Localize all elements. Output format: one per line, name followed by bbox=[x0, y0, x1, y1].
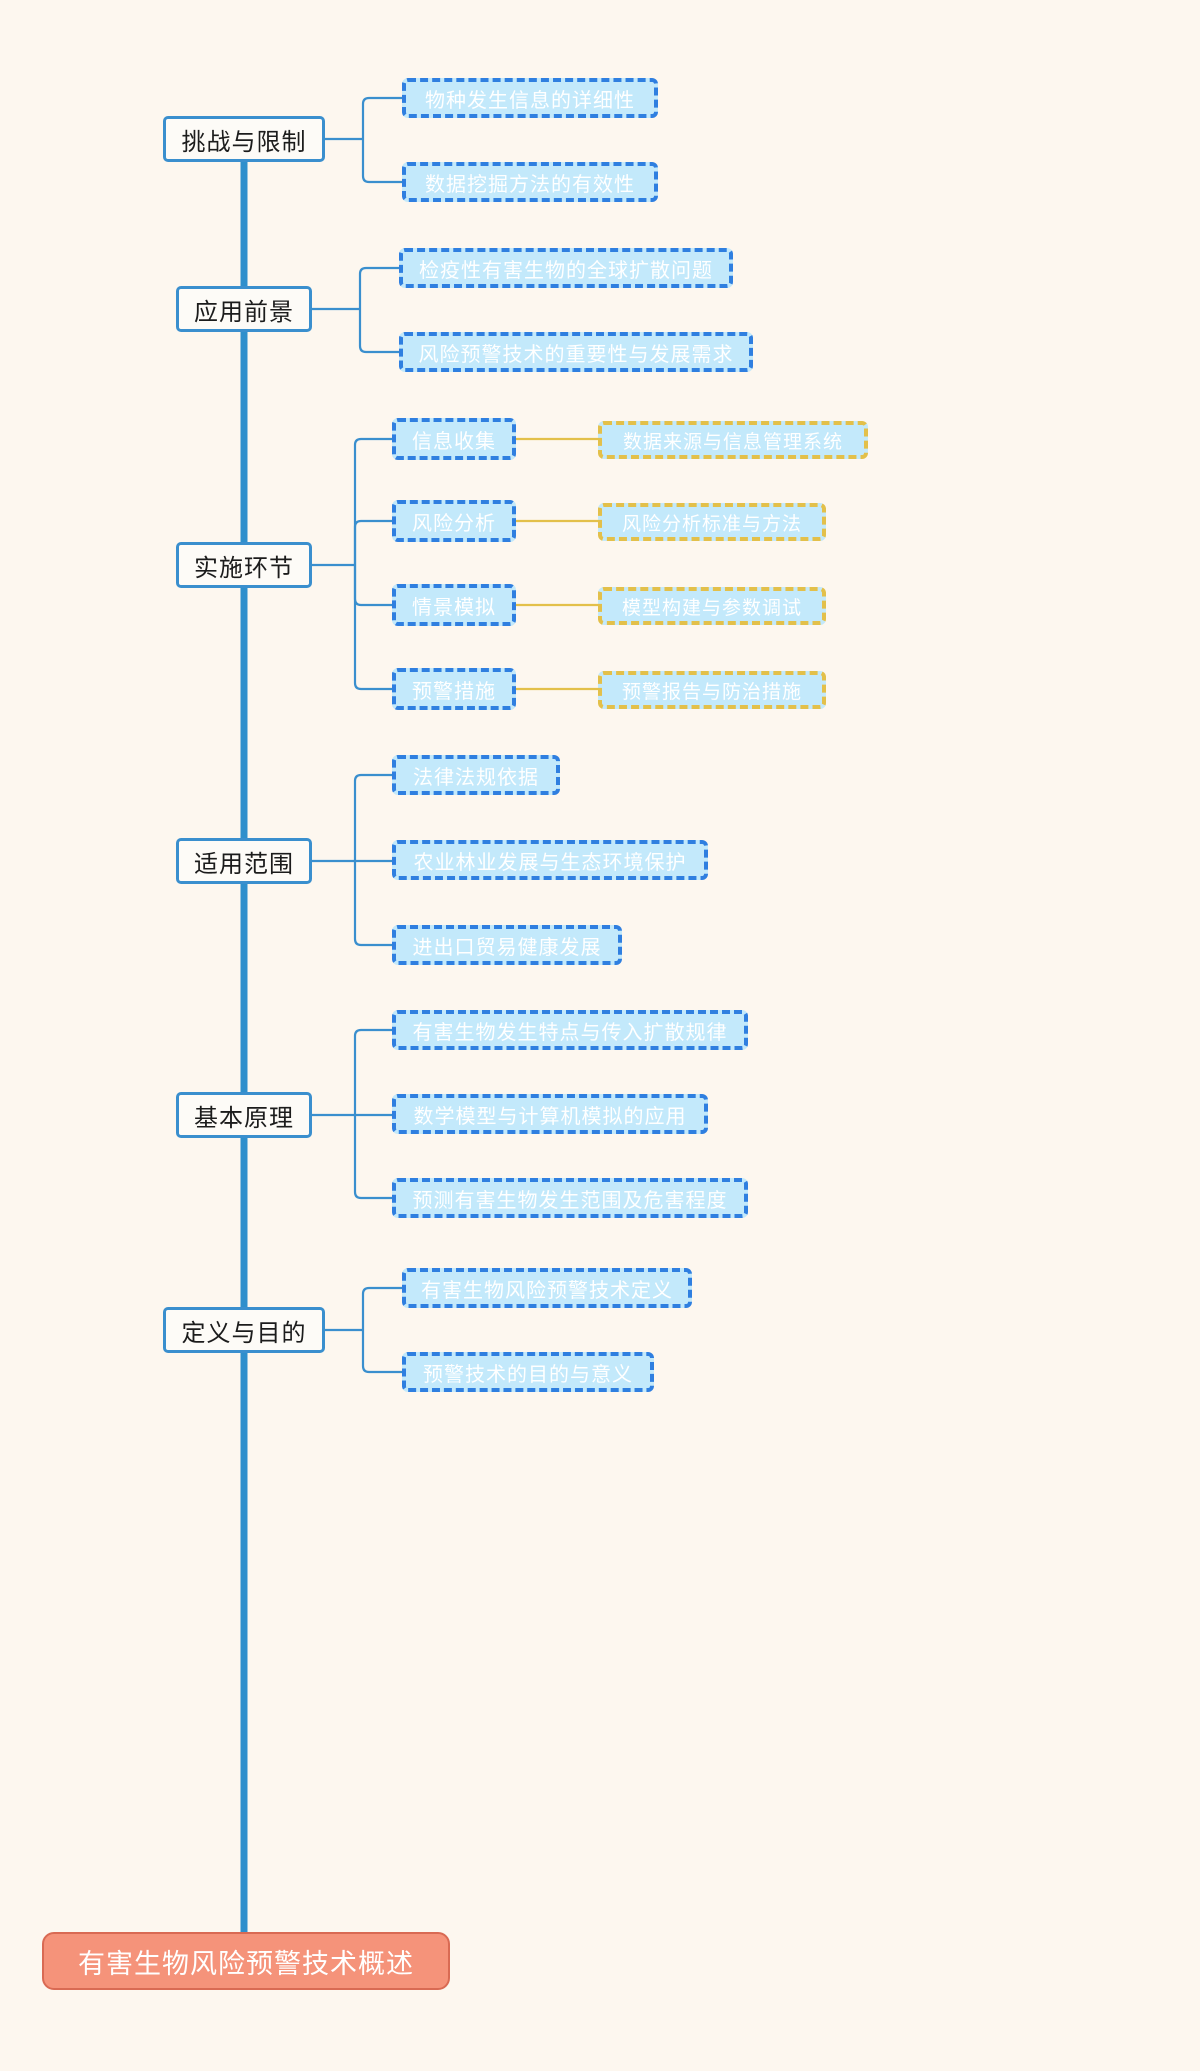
branch-node-label: 实施环节 bbox=[194, 553, 294, 582]
leaf-node-label: 有害生物风险预警技术定义 bbox=[421, 1277, 673, 1302]
leaf-node-agriculture-forestry-ecology[interactable]: 农业林业发展与生态环境保护 bbox=[392, 840, 708, 880]
leaf-node-label: 数据挖掘方法的有效性 bbox=[425, 171, 635, 196]
leaf-node-purpose-significance[interactable]: 预警技术的目的与意义 bbox=[402, 1352, 654, 1392]
root-node-label: 有害生物风险预警技术概述 bbox=[78, 1948, 414, 1980]
branch-node-label: 基本原理 bbox=[194, 1103, 294, 1132]
leaf-node-technology-definition[interactable]: 有害生物风险预警技术定义 bbox=[402, 1268, 692, 1308]
branch-node-definition[interactable]: 定义与目的 bbox=[163, 1307, 325, 1353]
leaf-node-label: 预警技术的目的与意义 bbox=[423, 1361, 633, 1386]
connector-branch-principles bbox=[312, 1028, 392, 1200]
leaf-node-label: 预警措施 bbox=[412, 678, 496, 703]
leaf-node-predict-range-severity[interactable]: 预测有害生物发生范围及危害程度 bbox=[392, 1178, 748, 1218]
leaf-node-label: 信息收集 bbox=[412, 428, 496, 453]
subleaf-node-label: 风险分析标准与方法 bbox=[621, 512, 802, 535]
leaf-node-label: 风险分析 bbox=[412, 510, 496, 535]
subleaf-node-warning-report-control[interactable]: 预警报告与防治措施 bbox=[598, 671, 826, 709]
leaf-node-label: 预测有害生物发生范围及危害程度 bbox=[412, 1187, 728, 1212]
branch-node-prospects[interactable]: 应用前景 bbox=[176, 286, 312, 332]
branch-node-label: 适用范围 bbox=[194, 849, 294, 878]
leaf-node-information-collection[interactable]: 信息收集 bbox=[392, 418, 516, 460]
branch-node-principles[interactable]: 基本原理 bbox=[176, 1092, 312, 1138]
branch-node-label: 应用前景 bbox=[194, 297, 294, 326]
branch-node-label: 挑战与限制 bbox=[181, 127, 307, 156]
leaf-node-species-occurrence-detail[interactable]: 物种发生信息的详细性 bbox=[402, 78, 658, 118]
subleaf-node-data-sources-system[interactable]: 数据来源与信息管理系统 bbox=[598, 421, 868, 459]
branch-node-challenges[interactable]: 挑战与限制 bbox=[163, 116, 325, 162]
leaf-node-label: 进出口贸易健康发展 bbox=[412, 934, 602, 959]
connector-branch-scope bbox=[312, 773, 392, 947]
subleaf-node-risk-analysis-standards[interactable]: 风险分析标准与方法 bbox=[598, 503, 826, 541]
connector-branch-prospects bbox=[312, 266, 399, 354]
leaf-node-math-model-computer-simulation[interactable]: 数学模型与计算机模拟的应用 bbox=[392, 1094, 708, 1134]
leaf-node-quarantine-global-spread[interactable]: 检疫性有害生物的全球扩散问题 bbox=[399, 248, 733, 288]
subleaf-node-label: 模型构建与参数调试 bbox=[621, 596, 802, 619]
subleaf-node-label: 预警报告与防治措施 bbox=[621, 680, 802, 703]
leaf-node-occurrence-spread-patterns[interactable]: 有害生物发生特点与传入扩散规律 bbox=[392, 1010, 748, 1050]
leaf-node-scenario-simulation[interactable]: 情景模拟 bbox=[392, 584, 516, 626]
connector-branch-implementation bbox=[312, 437, 392, 691]
leaf-node-data-mining-effectiveness[interactable]: 数据挖掘方法的有效性 bbox=[402, 162, 658, 202]
connector-branch-challenges bbox=[325, 96, 402, 184]
leaf-node-warning-importance-demand[interactable]: 风险预警技术的重要性与发展需求 bbox=[399, 332, 753, 372]
leaf-node-import-export-trade[interactable]: 进出口贸易健康发展 bbox=[392, 925, 622, 965]
leaf-node-label: 检疫性有害生物的全球扩散问题 bbox=[419, 257, 713, 282]
leaf-node-warning-measures[interactable]: 预警措施 bbox=[392, 668, 516, 710]
branch-node-label: 定义与目的 bbox=[181, 1318, 307, 1347]
leaf-node-label: 风险预警技术的重要性与发展需求 bbox=[418, 341, 734, 366]
leaf-node-label: 农业林业发展与生态环境保护 bbox=[413, 849, 687, 874]
leaf-node-legal-basis[interactable]: 法律法规依据 bbox=[392, 755, 560, 795]
leaf-node-label: 有害生物发生特点与传入扩散规律 bbox=[412, 1019, 728, 1044]
subleaf-node-label: 数据来源与信息管理系统 bbox=[622, 430, 843, 453]
leaf-node-label: 法律法规依据 bbox=[413, 764, 539, 789]
connector-grandchildren-gold bbox=[516, 437, 598, 691]
leaf-node-label: 数学模型与计算机模拟的应用 bbox=[413, 1103, 687, 1128]
subleaf-node-model-building-tuning[interactable]: 模型构建与参数调试 bbox=[598, 587, 826, 625]
leaf-node-label: 物种发生信息的详细性 bbox=[425, 87, 635, 112]
leaf-node-label: 情景模拟 bbox=[412, 594, 496, 619]
connector-branch-definition bbox=[325, 1286, 402, 1374]
leaf-node-risk-analysis[interactable]: 风险分析 bbox=[392, 500, 516, 542]
branch-node-scope[interactable]: 适用范围 bbox=[176, 838, 312, 884]
root-node[interactable]: 有害生物风险预警技术概述 bbox=[42, 1932, 450, 1990]
branch-node-implementation[interactable]: 实施环节 bbox=[176, 542, 312, 588]
